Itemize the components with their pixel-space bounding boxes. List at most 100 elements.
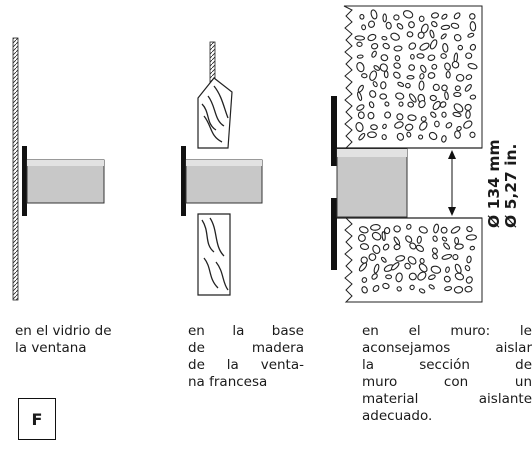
pebble xyxy=(466,255,472,264)
pebble xyxy=(450,22,460,29)
pebble xyxy=(443,275,451,283)
caption-glass: en el vidrio de la ventana xyxy=(15,323,155,357)
pebble xyxy=(419,42,430,51)
pebble xyxy=(427,54,436,61)
pebble xyxy=(382,42,390,50)
pebble xyxy=(469,94,477,100)
badge-letter: F xyxy=(31,409,43,429)
pebble xyxy=(432,235,438,242)
pebble xyxy=(418,100,426,109)
pebble xyxy=(368,101,375,109)
diameter-in: Ø 5,27 in. xyxy=(502,143,520,228)
pebble xyxy=(398,101,404,107)
pebble xyxy=(359,243,370,251)
mounting-flange xyxy=(181,146,186,216)
dimension-arrow-top xyxy=(448,150,456,159)
pebble xyxy=(441,236,448,242)
caption-wall: en el muro: le aconsejamos aislar la sec… xyxy=(362,323,532,425)
pebble xyxy=(367,20,376,28)
caption-line: muro con un xyxy=(362,374,532,390)
pebble xyxy=(396,113,404,121)
pebble xyxy=(420,116,427,122)
pebble xyxy=(441,253,453,260)
pebble xyxy=(408,64,416,71)
pebble xyxy=(373,65,380,71)
pebble xyxy=(361,277,368,283)
pebble xyxy=(467,63,478,70)
pebble xyxy=(393,225,401,233)
pebble xyxy=(356,41,363,47)
pebble xyxy=(465,276,473,284)
caption-line: en el muro: le xyxy=(362,323,532,339)
pebble xyxy=(469,131,476,138)
pebble xyxy=(384,101,390,107)
pebble xyxy=(382,282,390,290)
pebble xyxy=(381,35,388,41)
pebble xyxy=(367,131,377,139)
caption-line: la ventana xyxy=(15,340,87,356)
pebble xyxy=(469,13,476,20)
caption-line: material aislante xyxy=(362,391,532,407)
pebble xyxy=(439,101,447,108)
pebble xyxy=(395,255,406,262)
pebble xyxy=(434,120,440,128)
pebble xyxy=(432,100,441,111)
pebble xyxy=(380,256,387,263)
wood-base-diagram xyxy=(181,41,263,296)
language-badge: F xyxy=(18,398,56,440)
pebble xyxy=(393,71,401,79)
pebble xyxy=(393,62,401,69)
pebble xyxy=(464,265,471,272)
pebble xyxy=(373,263,380,274)
pebble xyxy=(402,10,414,19)
pebble xyxy=(359,13,365,20)
pebble xyxy=(372,81,378,88)
pebble xyxy=(453,103,464,113)
pebble xyxy=(416,53,425,59)
pebble xyxy=(383,227,391,235)
pebble xyxy=(445,122,453,129)
caption-wood: en la base de madera de la venta- na fra… xyxy=(188,323,304,391)
wood-grain-lower xyxy=(201,217,229,291)
pebble xyxy=(381,231,386,242)
pebble xyxy=(417,31,425,39)
pebble xyxy=(442,42,449,53)
pebble xyxy=(416,235,422,244)
pebble xyxy=(356,104,365,111)
pebble xyxy=(383,70,389,79)
pebble xyxy=(382,243,390,251)
pebble xyxy=(408,272,417,281)
pebble xyxy=(367,111,375,120)
pebble xyxy=(408,42,417,50)
pebble xyxy=(454,243,464,250)
pebble xyxy=(455,73,465,82)
pebble xyxy=(450,226,461,234)
pebble xyxy=(404,262,411,270)
wood-grain xyxy=(201,85,229,143)
pebble xyxy=(441,111,447,118)
pebble xyxy=(382,13,387,23)
pebble xyxy=(370,224,381,231)
pebble xyxy=(407,256,417,265)
pebble xyxy=(357,91,363,101)
caption-line: na francesa xyxy=(188,374,268,390)
pebble xyxy=(361,24,367,31)
caption-line: aconsejamos aislar xyxy=(362,340,532,356)
caption-line: en la base xyxy=(188,323,304,339)
pebble xyxy=(396,286,402,292)
sleeve-shading xyxy=(27,160,104,166)
pebble xyxy=(440,33,447,40)
pebble xyxy=(405,82,411,89)
pebble xyxy=(469,245,476,251)
pebble xyxy=(380,54,389,62)
pebble xyxy=(356,61,365,73)
pebble xyxy=(357,234,366,242)
pebble xyxy=(372,285,380,292)
pebble xyxy=(408,93,417,103)
pebble xyxy=(418,15,425,22)
pebble xyxy=(404,123,414,131)
glass-pane xyxy=(12,37,19,301)
glass-pane-diagram xyxy=(12,37,105,301)
pebble xyxy=(454,236,460,245)
pebble xyxy=(390,32,400,41)
